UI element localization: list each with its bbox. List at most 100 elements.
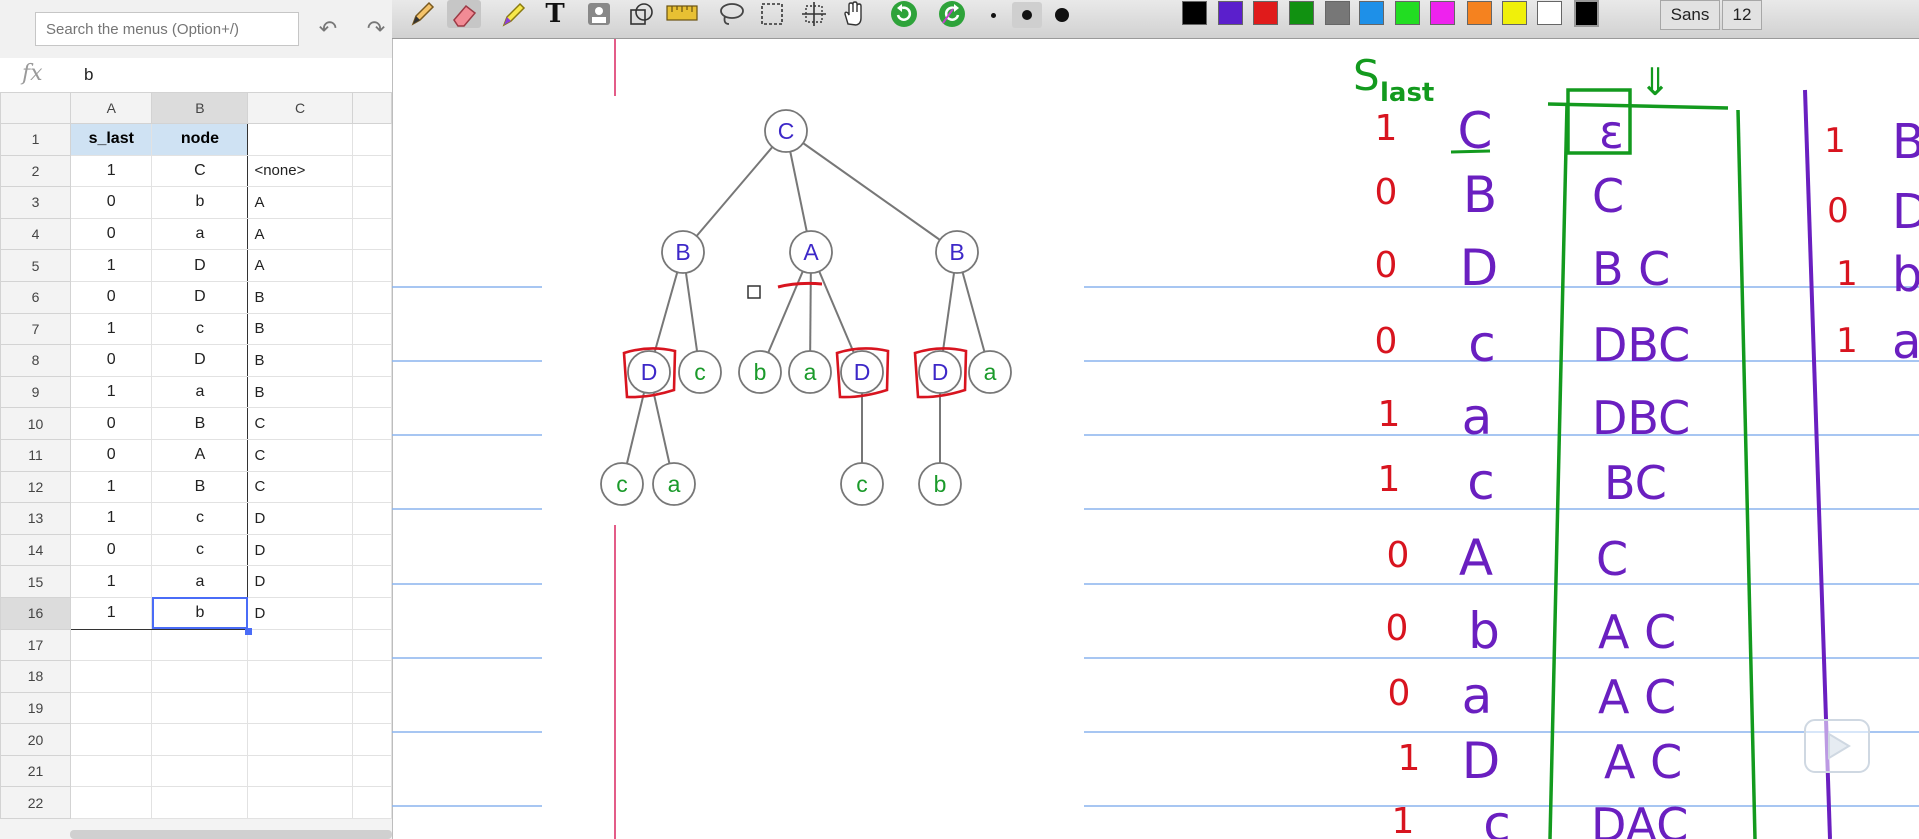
cell[interactable] [351, 280, 392, 314]
cell[interactable] [70, 691, 153, 725]
cell-node[interactable]: A [151, 438, 249, 472]
row-header[interactable]: 17 [0, 628, 72, 662]
cell[interactable] [351, 312, 392, 346]
cell[interactable] [70, 786, 153, 820]
cell-parent[interactable]: D [247, 502, 353, 535]
hand-tool[interactable] [836, 0, 870, 28]
pen-size-medium[interactable] [1012, 2, 1042, 28]
cell-s-last-header[interactable]: s_last [70, 123, 153, 156]
cell[interactable] [351, 123, 392, 156]
crop-tool[interactable] [797, 0, 831, 28]
cell[interactable] [151, 660, 249, 693]
row-header[interactable]: 8 [0, 344, 72, 377]
row-header[interactable]: 16 [0, 596, 72, 630]
cell-s-last[interactable]: 0 [70, 533, 153, 567]
color-swatch[interactable] [1502, 1, 1527, 25]
cell[interactable] [351, 217, 392, 251]
cell-s-last[interactable]: 1 [70, 596, 153, 630]
cell-parent[interactable]: B [247, 280, 353, 314]
cell-node[interactable]: b [151, 186, 249, 219]
color-swatch[interactable] [1218, 1, 1243, 25]
color-swatch[interactable] [1467, 1, 1492, 25]
corner-cell[interactable] [0, 92, 72, 124]
row-header[interactable]: 20 [0, 723, 72, 756]
pen-size-small[interactable] [978, 2, 1008, 28]
cell[interactable] [70, 723, 153, 756]
cell-s-last[interactable]: 1 [70, 375, 153, 409]
row-header[interactable]: 3 [0, 186, 72, 219]
redo-button[interactable]: ↷ [361, 14, 391, 44]
cell[interactable] [247, 786, 353, 820]
cell[interactable] [351, 691, 392, 725]
row-header[interactable]: 2 [0, 154, 72, 188]
column-header-b[interactable]: B [151, 92, 249, 124]
row-header[interactable]: 1 [0, 123, 72, 156]
cell[interactable] [247, 723, 353, 756]
row-header[interactable]: 19 [0, 691, 72, 725]
cell-s-last[interactable]: 1 [70, 502, 153, 535]
cell-parent[interactable]: C [247, 438, 353, 472]
cell-s-last[interactable]: 0 [70, 407, 153, 440]
cell[interactable] [351, 533, 392, 567]
cell-parent[interactable]: B [247, 344, 353, 377]
play-icon[interactable] [1801, 716, 1873, 776]
font-name-select[interactable]: Sans [1660, 0, 1720, 30]
text-tool[interactable]: T [538, 0, 572, 29]
cell[interactable] [351, 186, 392, 219]
pen-size-large[interactable] [1047, 2, 1077, 28]
cell[interactable] [351, 754, 392, 788]
cell-parent[interactable]: D [247, 533, 353, 567]
cell-node[interactable]: B [151, 407, 249, 440]
row-header[interactable]: 4 [0, 217, 72, 251]
cell[interactable] [351, 786, 392, 820]
cell[interactable] [247, 123, 353, 156]
cell[interactable] [351, 596, 392, 630]
cell-node[interactable]: a [151, 565, 249, 598]
row-header[interactable]: 21 [0, 754, 72, 788]
row-header[interactable]: 12 [0, 470, 72, 504]
cell[interactable] [151, 628, 249, 662]
row-header[interactable]: 11 [0, 438, 72, 472]
color-swatch[interactable] [1253, 1, 1278, 25]
undo-button[interactable]: ↶ [313, 14, 343, 44]
cell-s-last[interactable]: 0 [70, 280, 153, 314]
row-header[interactable]: 22 [0, 786, 72, 820]
cell[interactable] [247, 754, 353, 788]
cell-parent[interactable]: C [247, 470, 353, 504]
cell-parent[interactable]: A [247, 217, 353, 251]
fill-handle[interactable] [245, 628, 252, 635]
pencil-tool[interactable] [404, 0, 438, 28]
lasso-tool[interactable] [714, 0, 748, 28]
cell[interactable] [151, 691, 249, 725]
cell-node[interactable]: D [151, 280, 249, 314]
row-header[interactable]: 10 [0, 407, 72, 440]
cell-parent[interactable]: B [247, 312, 353, 346]
cell[interactable] [247, 628, 353, 662]
row-header[interactable]: 5 [0, 249, 72, 282]
column-header-a[interactable]: A [70, 92, 153, 124]
cell-node[interactable]: D [151, 344, 249, 377]
cell-node[interactable]: a [151, 217, 249, 251]
cell-node[interactable]: c [151, 502, 249, 535]
ruler-tool[interactable] [665, 0, 699, 28]
cell-node[interactable]: C [151, 154, 249, 188]
color-swatch[interactable] [1289, 1, 1314, 25]
color-swatch[interactable] [1537, 1, 1562, 25]
cell[interactable] [351, 723, 392, 756]
cell[interactable] [351, 628, 392, 662]
cell-s-last[interactable]: 0 [70, 438, 153, 472]
row-header[interactable]: 18 [0, 660, 72, 693]
cell-s-last[interactable]: 1 [70, 565, 153, 598]
cell-node[interactable]: a [151, 375, 249, 409]
cell[interactable] [351, 249, 392, 282]
redo-draw-button[interactable] [935, 0, 969, 28]
cell[interactable] [351, 154, 392, 188]
cell[interactable] [351, 344, 392, 377]
formula-input[interactable] [72, 62, 392, 88]
shapes-tool[interactable] [624, 0, 658, 28]
cell[interactable] [70, 754, 153, 788]
cell-s-last[interactable]: 1 [70, 470, 153, 504]
row-header[interactable]: 14 [0, 533, 72, 567]
color-swatch[interactable] [1395, 1, 1420, 25]
